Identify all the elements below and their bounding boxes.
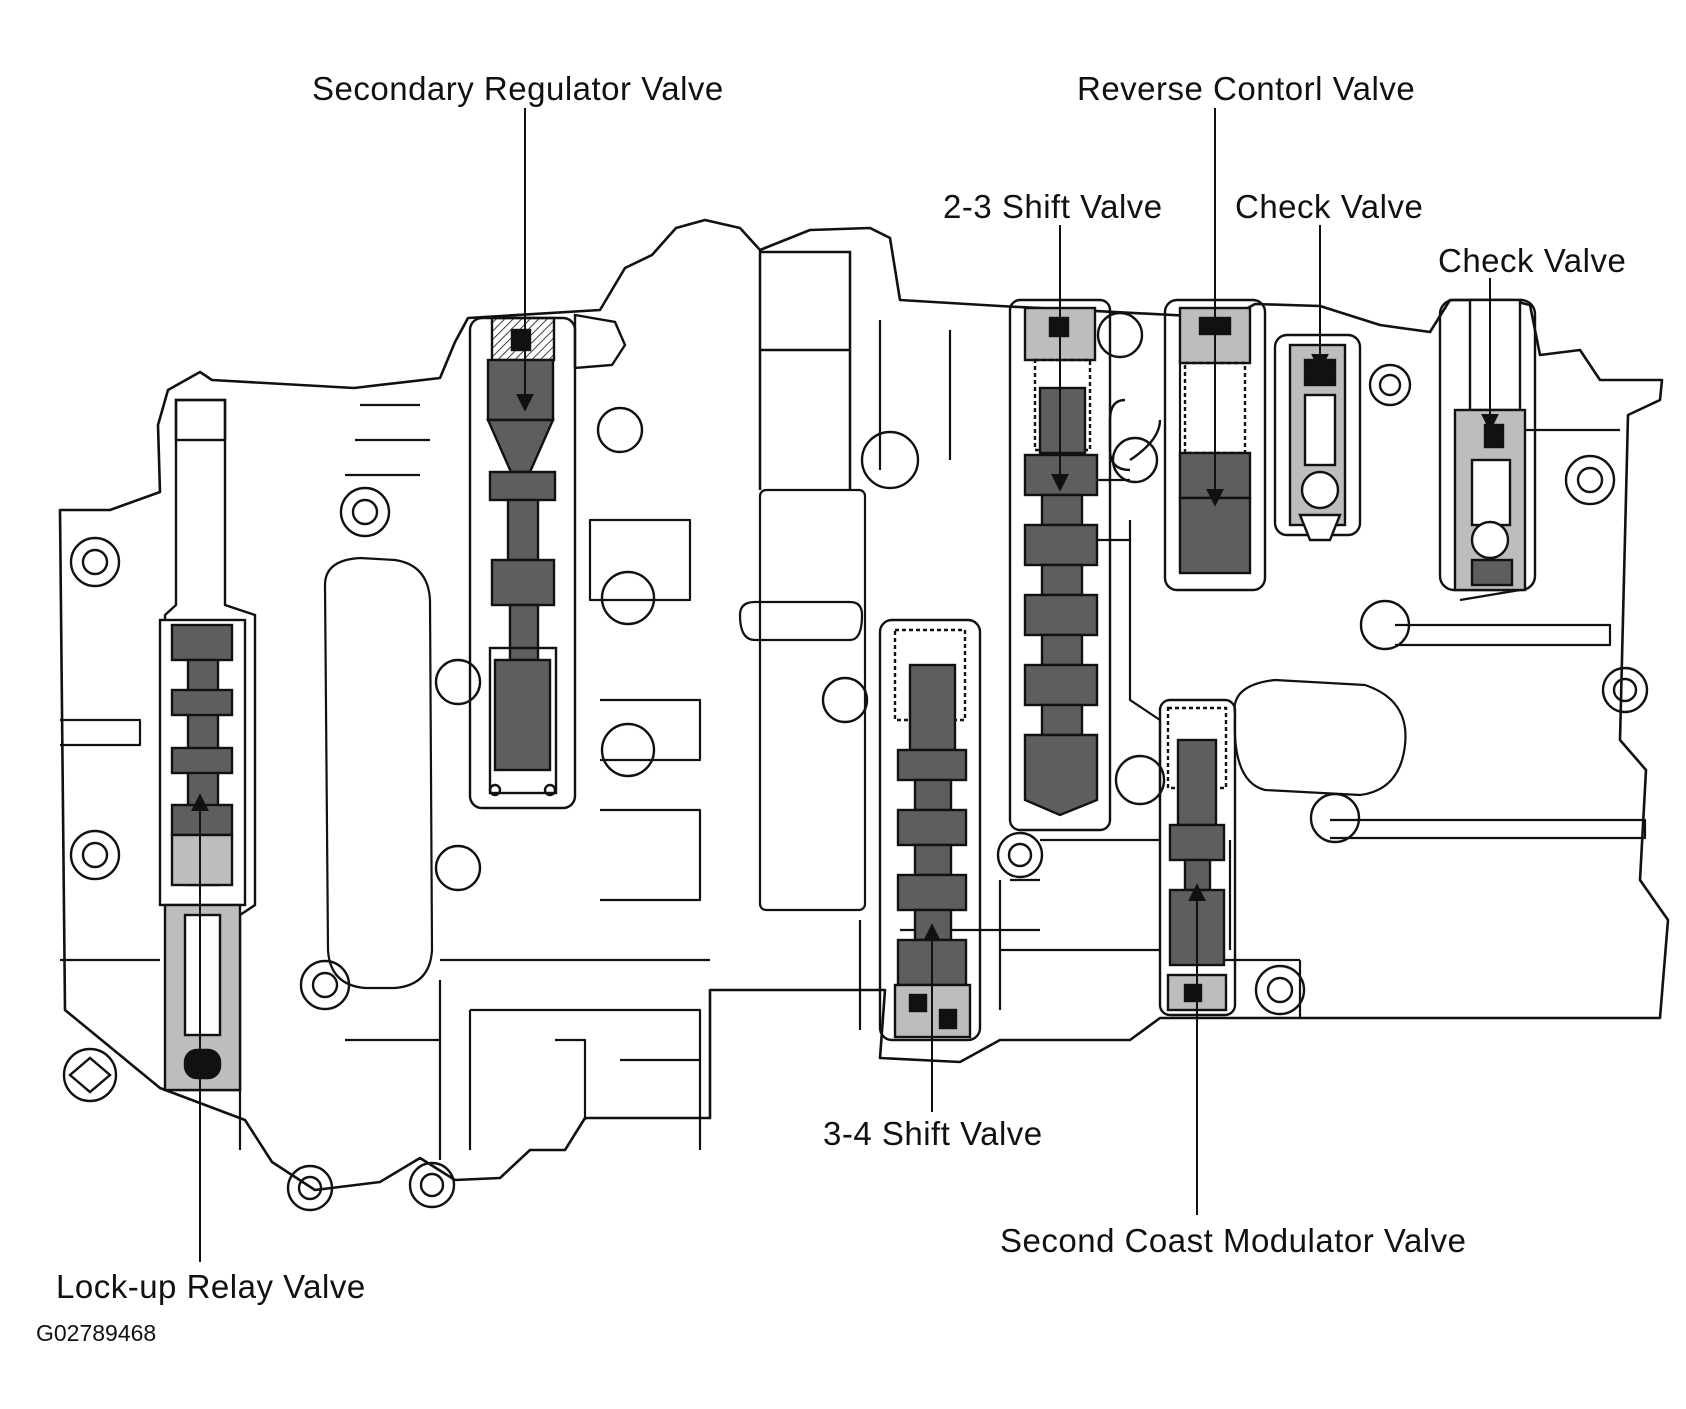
figure-code: G02789468 [36, 1320, 157, 1346]
leader-lines [191, 108, 1499, 1262]
bolt-holes [62, 311, 1649, 1212]
check-valve-1-body [1273, 333, 1362, 542]
label-secondary-regulator-valve: Secondary Regulator Valve [312, 70, 724, 107]
label-lock-up-relay-valve: Lock-up Relay Valve [56, 1268, 366, 1305]
valve-body-outline [58, 218, 1670, 1192]
fluid-passages [60, 252, 1647, 1160]
label-second-coast-modulator-valve: Second Coast Modulator Valve [1000, 1222, 1467, 1259]
shift-3-4-valve-body [878, 618, 982, 1042]
lockup-relay-valve-body [158, 398, 257, 1092]
secondary-regulator-valve-body [468, 313, 627, 810]
label-check-valve-2: Check Valve [1438, 242, 1627, 279]
label-check-valve-1: Check Valve [1235, 188, 1424, 225]
label-3-4-shift-valve: 3-4 Shift Valve [823, 1115, 1043, 1152]
check-valve-2-body [1438, 298, 1537, 592]
label-2-3-shift-valve: 2-3 Shift Valve [943, 188, 1163, 225]
center-column [758, 250, 1162, 490]
label-reverse-control-valve: Reverse Contorl Valve [1077, 70, 1416, 107]
